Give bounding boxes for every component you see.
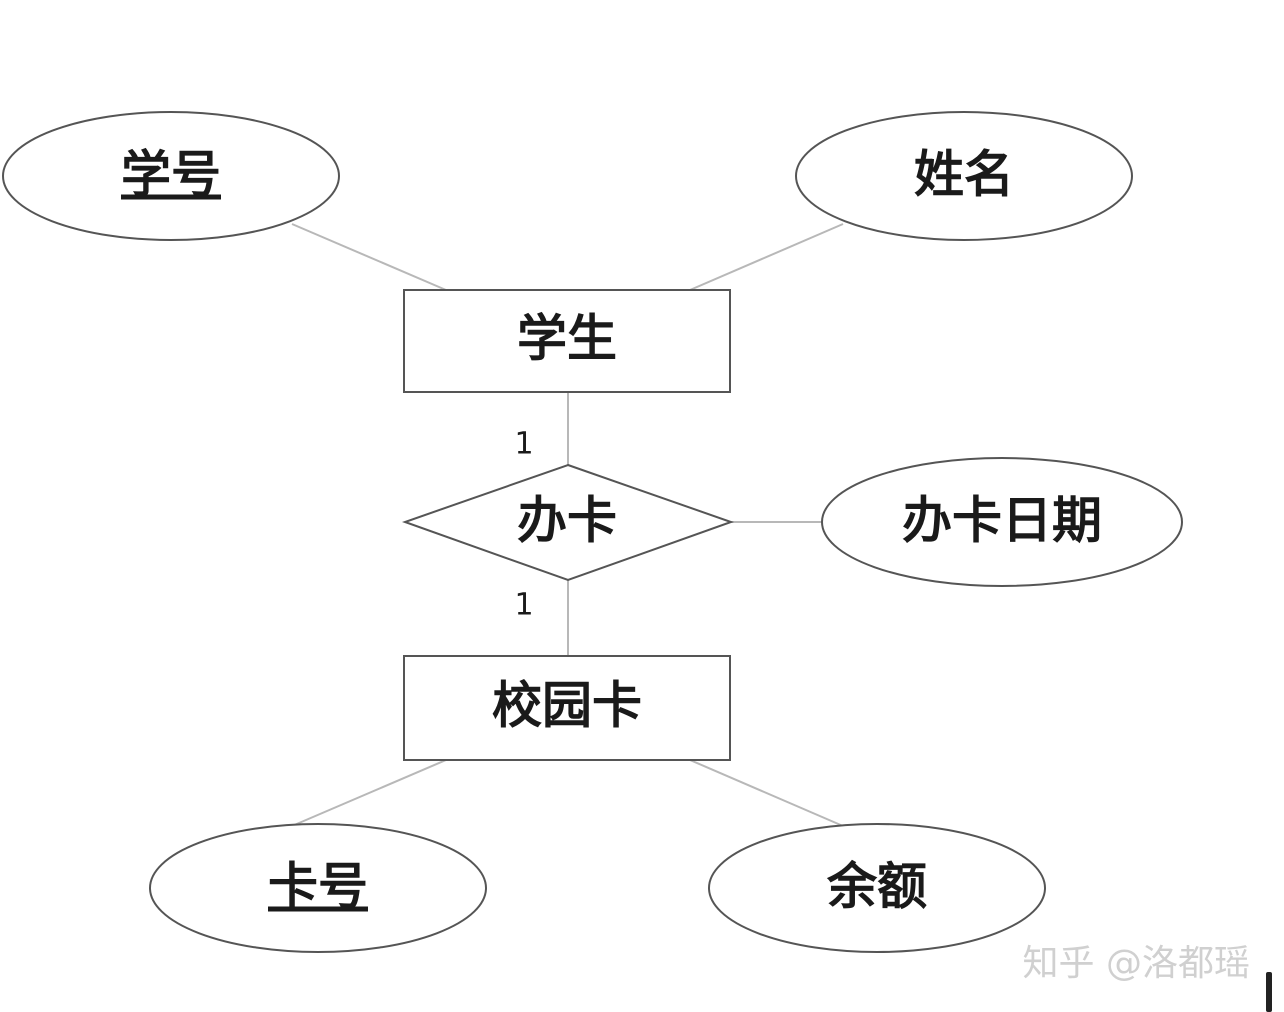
attribute-balance: 余额 xyxy=(708,823,1046,953)
attribute-issue-date-label: 办卡日期 xyxy=(902,492,1102,550)
entity-student-label: 学生 xyxy=(517,310,617,368)
attribute-balance-label: 余额 xyxy=(826,858,927,916)
entity-campus-card-label: 校园卡 xyxy=(492,677,642,735)
entity-campus-card-box xyxy=(403,655,731,761)
watermark-text: 知乎 @洛都瑶 xyxy=(1023,943,1250,984)
cardinality-student-side: 1 xyxy=(514,427,533,462)
relationship-issue-card: 办卡 xyxy=(401,463,735,582)
attribute-card-number-label: 卡号 xyxy=(268,858,368,916)
relationship-issue-card-diamond xyxy=(401,463,735,582)
attribute-student-name: 姓名 xyxy=(795,111,1133,241)
attribute-student-id: 学号 xyxy=(2,111,340,241)
attribute-card-number: 卡号 xyxy=(149,823,487,953)
cardinality-card-side: 1 xyxy=(514,588,533,623)
relationship-issue-card-label: 办卡 xyxy=(517,492,617,550)
connector-card-number xyxy=(291,759,447,827)
entity-student: 学生 xyxy=(403,289,731,393)
entity-student-box xyxy=(403,289,731,393)
attribute-student-id-label: 学号 xyxy=(121,146,221,204)
attribute-balance-ellipse xyxy=(708,823,1046,953)
attribute-student-name-ellipse xyxy=(795,111,1133,241)
connector-student-id xyxy=(291,223,447,291)
scrollbar-handle[interactable] xyxy=(1266,972,1272,1012)
attribute-issue-date: 办卡日期 xyxy=(821,457,1183,587)
connector-student-name xyxy=(689,223,844,291)
entity-campus-card: 校园卡 xyxy=(403,655,731,761)
attribute-card-number-ellipse xyxy=(149,823,487,953)
attribute-student-id-ellipse xyxy=(2,111,340,241)
attribute-student-name-label: 姓名 xyxy=(914,146,1014,204)
attribute-issue-date-ellipse xyxy=(821,457,1183,587)
connector-card-balance xyxy=(689,759,844,827)
